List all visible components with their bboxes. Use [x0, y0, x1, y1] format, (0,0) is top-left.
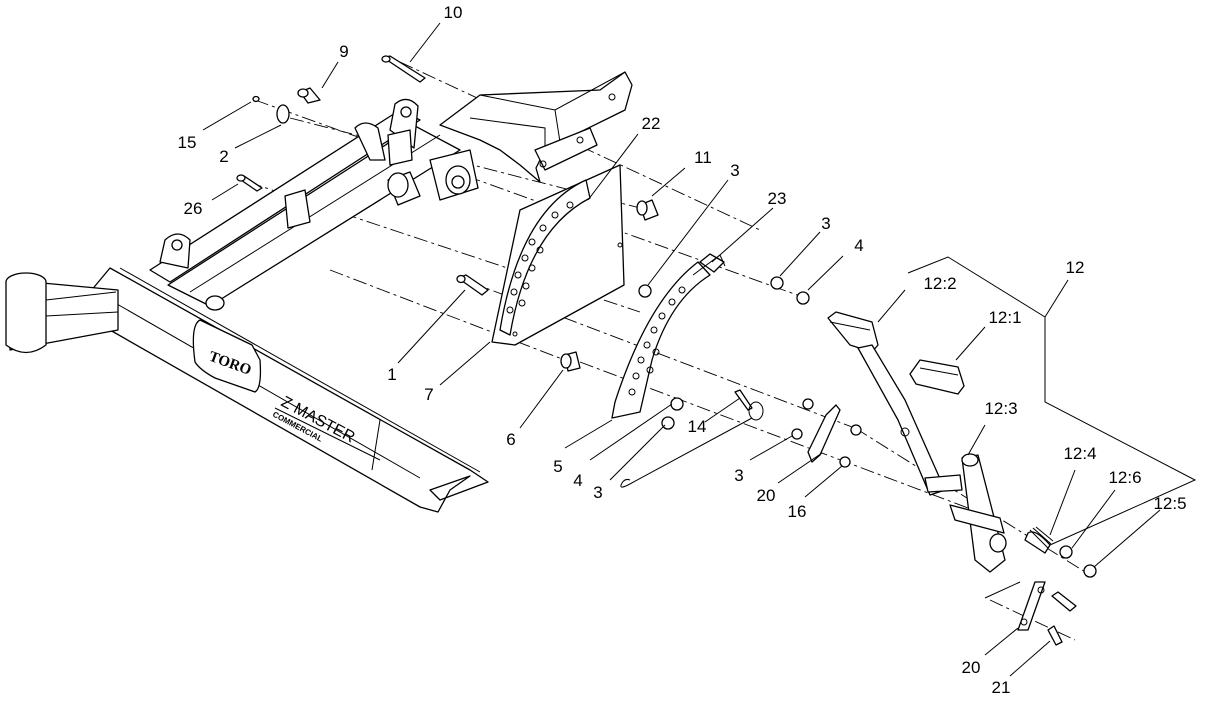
callout-14: 14: [688, 417, 707, 436]
callout-21: 21: [992, 678, 1011, 697]
callout-12: 12: [1066, 258, 1085, 277]
middle-hardware: [456, 199, 862, 468]
callout-12-1: 12:1: [988, 308, 1021, 327]
plate-holes: [506, 201, 623, 337]
assembly-12-bracket: [907, 256, 1197, 546]
callout-4-lower: 4: [573, 471, 582, 490]
callout-23: 23: [768, 189, 787, 208]
plate-2-holes: [628, 286, 686, 396]
callout-5: 5: [553, 457, 562, 476]
hitch-pin: [620, 389, 764, 488]
callout-3-right: 3: [821, 214, 830, 233]
callout-12-2: 12:2: [923, 274, 956, 293]
main-frame: TORO Z MASTER COMMERCIAL: [5, 98, 489, 513]
callout-leaders: [202, 22, 1161, 677]
callout-26: 26: [184, 199, 203, 218]
adjustment-plate-2: [611, 253, 726, 419]
callout-3-upper: 3: [730, 161, 739, 180]
callout-11: 11: [694, 148, 712, 167]
hardware-bolts-top: [236, 55, 426, 192]
callout-16: 16: [788, 502, 807, 521]
callout-20-lower: 20: [962, 658, 981, 677]
callout-1: 1: [387, 365, 396, 384]
callout-labels: 10 9 15 2 26 22 11 3 23 3 4 12 12:2 12:1…: [178, 3, 1187, 697]
callout-10: 10: [444, 3, 463, 22]
callout-9: 9: [339, 42, 348, 61]
callout-12-6: 12:6: [1108, 468, 1141, 487]
upper-bracket: [439, 71, 633, 183]
lower-linkage: [984, 581, 1077, 646]
callout-15: 15: [178, 133, 197, 152]
callout-3-pedal: 3: [734, 466, 743, 485]
callout-3-lower: 3: [593, 483, 602, 502]
callout-12-4: 12:4: [1063, 444, 1096, 463]
callout-4-right: 4: [854, 236, 863, 255]
callout-22: 22: [642, 114, 661, 133]
callout-12-3: 12:3: [984, 399, 1017, 418]
callout-6: 6: [506, 430, 515, 449]
callout-20-upper: 20: [757, 486, 776, 505]
adjustment-plate: [491, 164, 625, 346]
callout-12-5: 12:5: [1153, 494, 1186, 513]
assembly-12-leader: [1044, 279, 1069, 318]
callout-2: 2: [219, 147, 228, 166]
callout-7: 7: [424, 385, 433, 404]
pedal-assembly: [827, 311, 1097, 578]
